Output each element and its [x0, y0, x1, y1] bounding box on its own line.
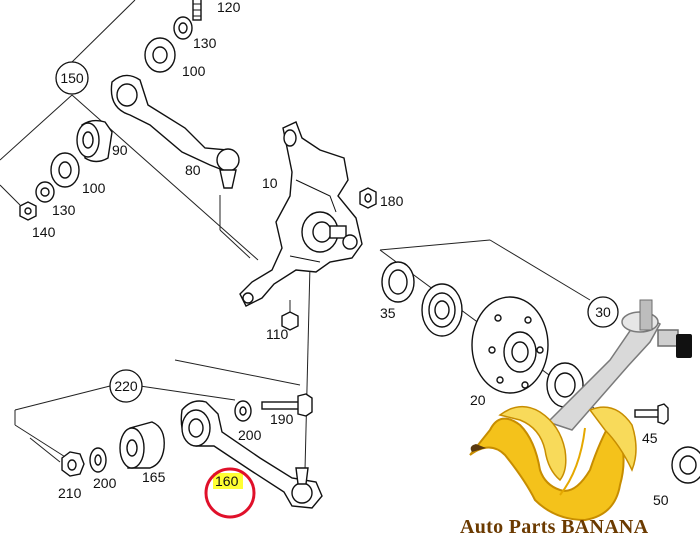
callout-30: 30 [587, 296, 619, 328]
label-30: 30 [595, 304, 611, 320]
bolt-45 [634, 403, 669, 425]
wheel-bearing [421, 283, 463, 337]
label-35: 35 [380, 305, 396, 321]
label-180: 180 [380, 193, 404, 209]
label-110: 110 [266, 326, 289, 342]
watermark-logo: Auto Parts BANANA [460, 299, 692, 538]
label-120: 120 [217, 0, 241, 15]
label-200-right: 200 [238, 427, 262, 443]
label-200-left: 200 [93, 475, 117, 491]
red-marker-circle [204, 467, 256, 519]
wheel-hub-20 [471, 296, 584, 408]
label-220: 220 [114, 378, 138, 394]
steering-knuckle-10 [239, 121, 363, 307]
lower-arm-group [61, 393, 323, 509]
label-160-highlight [213, 473, 243, 489]
label-100-top: 100 [182, 63, 206, 79]
label-100-left: 100 [82, 180, 106, 196]
label-20: 20 [470, 392, 486, 408]
watermark-control-arm [546, 299, 692, 431]
upper-arm-group [19, 0, 240, 221]
highlighted-part-160: 160 [204, 467, 256, 519]
bushing-90 [76, 119, 113, 163]
label-80: 80 [185, 162, 201, 178]
nut-180 [359, 187, 377, 209]
watermark-brand-text: Auto Parts BANANA [460, 516, 649, 538]
label-50: 50 [653, 492, 669, 508]
banana-icon [469, 406, 637, 522]
label-90: 90 [112, 142, 128, 158]
label-165: 165 [142, 469, 166, 485]
callout-150: 150 [55, 61, 89, 95]
label-210: 210 [58, 485, 82, 501]
callout-220: 220 [109, 369, 143, 403]
label-45: 45 [642, 430, 658, 446]
label-10: 10 [262, 175, 278, 191]
label-130-top: 130 [193, 35, 217, 51]
seal-35 [381, 261, 415, 303]
nut-110 [281, 311, 299, 331]
bolt-120 [192, 0, 202, 21]
label-150: 150 [60, 70, 84, 86]
label-190: 190 [270, 411, 294, 427]
label-160: 160 [215, 473, 239, 489]
bushing-165 [119, 421, 165, 469]
bolt-190 [261, 393, 313, 417]
label-140: 140 [32, 224, 56, 240]
label-130-left: 130 [52, 202, 76, 218]
hub-cap-50 [671, 446, 700, 484]
